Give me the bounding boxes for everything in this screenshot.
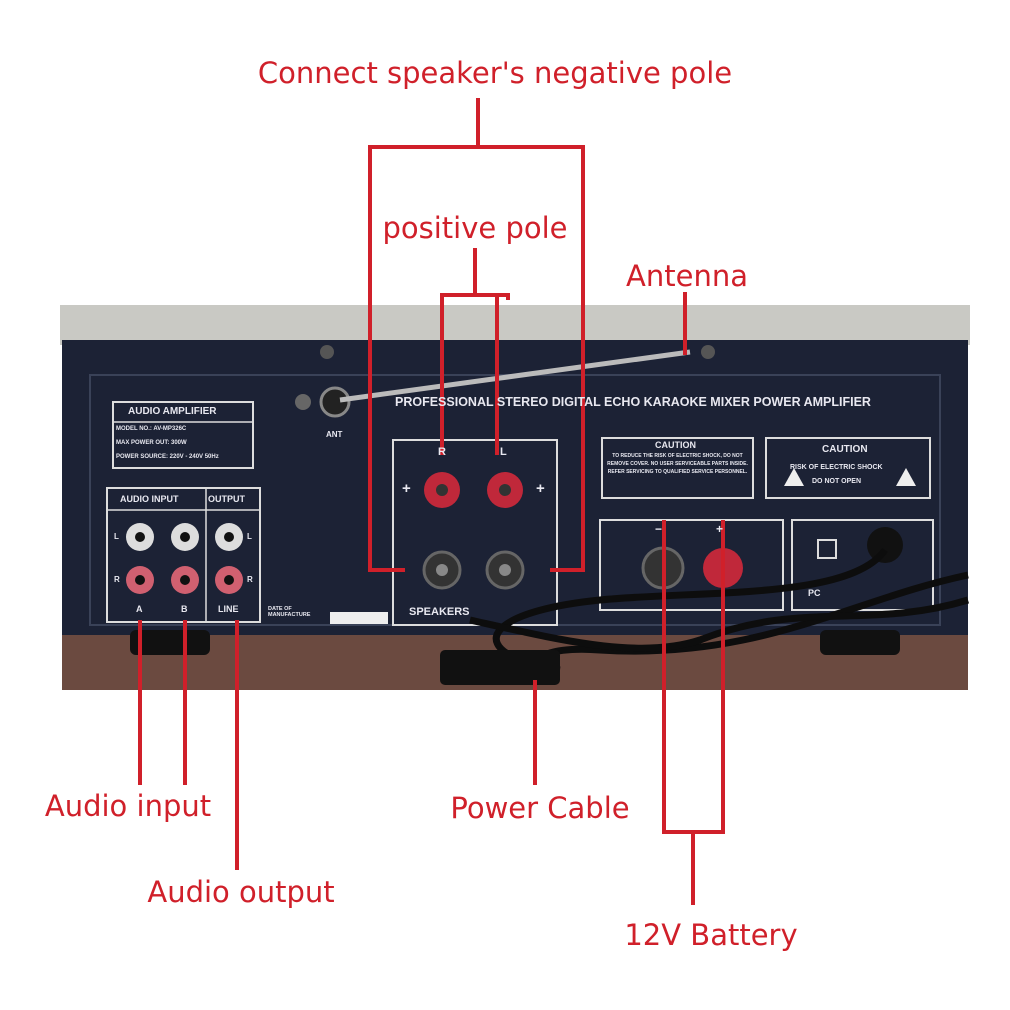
lightning-warning-icon bbox=[896, 468, 916, 486]
spec-label-box bbox=[112, 401, 254, 469]
double-insulation-icon bbox=[817, 539, 837, 559]
speaker-r-label: R bbox=[438, 446, 446, 458]
max-power-text: MAX POWER OUT: 300W bbox=[116, 440, 187, 446]
caution2-title: CAUTION bbox=[822, 444, 868, 455]
power-cable-annotation: Power Cable bbox=[450, 791, 630, 825]
power-cord-grommet bbox=[867, 527, 903, 563]
plus-sign: + bbox=[536, 480, 545, 497]
jack-a-label: A bbox=[136, 604, 143, 614]
battery-annotation: 12V Battery bbox=[624, 918, 798, 952]
output-label: OUTPUT bbox=[208, 494, 245, 504]
caution1-text: TO REDUCE THE RISK OF ELECTRIC SHOCK, DO… bbox=[607, 453, 748, 475]
jack-line-label: LINE bbox=[218, 604, 239, 614]
channel-r: R bbox=[114, 575, 120, 584]
power-inlet-box bbox=[791, 519, 934, 611]
foot bbox=[820, 630, 900, 655]
ant-label: ANT bbox=[326, 430, 343, 439]
battery-terminal-box bbox=[599, 519, 784, 611]
caution1-title: CAUTION bbox=[655, 440, 696, 450]
panel-title: PROFESSIONAL STEREO DIGITAL ECHO KARAOKE… bbox=[395, 395, 871, 409]
caution2-line1: RISK OF ELECTRIC SHOCK bbox=[790, 464, 883, 471]
screw-icon bbox=[295, 394, 311, 410]
foot bbox=[130, 630, 210, 655]
positive-pole-label: positive pole bbox=[382, 211, 568, 245]
model-text: MODEL NO.: AV-MP326C bbox=[116, 426, 187, 432]
date-label: DATE OF MANUFACTURE bbox=[268, 606, 311, 618]
caution2-line2: DO NOT OPEN bbox=[812, 478, 862, 485]
caution-box-2 bbox=[765, 437, 931, 499]
caution-box-1 bbox=[601, 437, 754, 499]
antenna-socket bbox=[319, 386, 351, 418]
audio-input-label: AUDIO INPUT bbox=[120, 494, 179, 504]
audio-input-annotation: Audio input bbox=[44, 789, 212, 823]
plus-sign: + bbox=[402, 480, 411, 497]
channel-l: L bbox=[247, 532, 252, 541]
minus-sign: − bbox=[655, 522, 663, 536]
screw-icon bbox=[701, 345, 715, 359]
jack-b-label: B bbox=[181, 604, 188, 614]
power-plug bbox=[440, 650, 560, 685]
pc-label: PC bbox=[808, 588, 821, 598]
antenna-rod bbox=[339, 349, 691, 403]
speakers-label: SPEAKERS bbox=[409, 606, 470, 618]
screw-icon bbox=[320, 345, 334, 359]
antenna-label: Antenna bbox=[626, 259, 748, 293]
plus-sign: + bbox=[716, 522, 724, 536]
power-source-text: POWER SOURCE: 220V - 240V 50Hz bbox=[116, 454, 219, 460]
annotation-lines bbox=[138, 98, 725, 905]
date-box bbox=[330, 612, 388, 624]
top-cover bbox=[60, 305, 970, 345]
warning-icon bbox=[784, 468, 804, 486]
negative-pole-label: Connect speaker's negative pole bbox=[257, 56, 733, 90]
label-heading: AUDIO AMPLIFIER bbox=[128, 406, 217, 417]
audio-output-annotation: Audio output bbox=[147, 875, 335, 909]
speaker-terminals[interactable] bbox=[422, 472, 525, 590]
channel-r: R bbox=[247, 575, 253, 584]
rca-jacks bbox=[126, 523, 243, 594]
speaker-terminal-box bbox=[392, 439, 558, 626]
channel-l: L bbox=[114, 532, 119, 541]
speaker-l-label: L bbox=[500, 446, 507, 458]
